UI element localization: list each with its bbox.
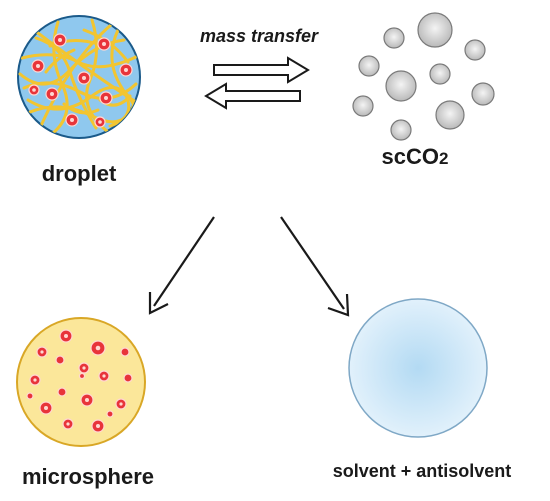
microsphere-dot <box>57 387 67 397</box>
scco2-subscript: 2 <box>439 149 448 168</box>
branch-arrows <box>148 216 350 317</box>
hollow-right-arrow-icon <box>213 56 310 84</box>
microsphere-dot <box>120 347 130 357</box>
bubble <box>385 70 417 102</box>
bubble <box>390 119 412 141</box>
solvent-antisolvent-circle <box>348 298 488 438</box>
droplet-figure <box>17 15 141 139</box>
microsphere-dot <box>26 392 34 400</box>
scco2-bubbles <box>352 12 495 141</box>
droplet-dots <box>28 33 133 128</box>
microsphere-dot <box>78 372 86 380</box>
scco2-main: scCO <box>382 144 439 169</box>
solvent-antisolvent-label: solvent + antisolvent <box>333 461 512 481</box>
bubble <box>429 63 451 85</box>
bubble <box>352 95 374 117</box>
bubble <box>417 12 453 48</box>
droplet-label: droplet <box>42 161 117 186</box>
scco2-label: scCO2 <box>382 144 449 169</box>
microsphere-label: microsphere <box>22 464 154 489</box>
mass-transfer-label: mass transfer <box>200 26 319 46</box>
hollow-left-arrow-icon <box>204 82 301 110</box>
bubble <box>471 82 495 106</box>
bubble <box>464 39 486 61</box>
microsphere-dot <box>123 373 133 383</box>
droplet-fibers <box>18 18 140 136</box>
bubble <box>358 55 380 77</box>
bubble <box>435 100 465 130</box>
bubble <box>383 27 405 49</box>
arrow-down-left-icon <box>153 216 215 307</box>
arrow-down-right-icon <box>280 216 345 310</box>
microsphere-dot <box>55 355 65 365</box>
microsphere-dot <box>106 410 114 418</box>
microsphere-figure <box>16 317 146 447</box>
